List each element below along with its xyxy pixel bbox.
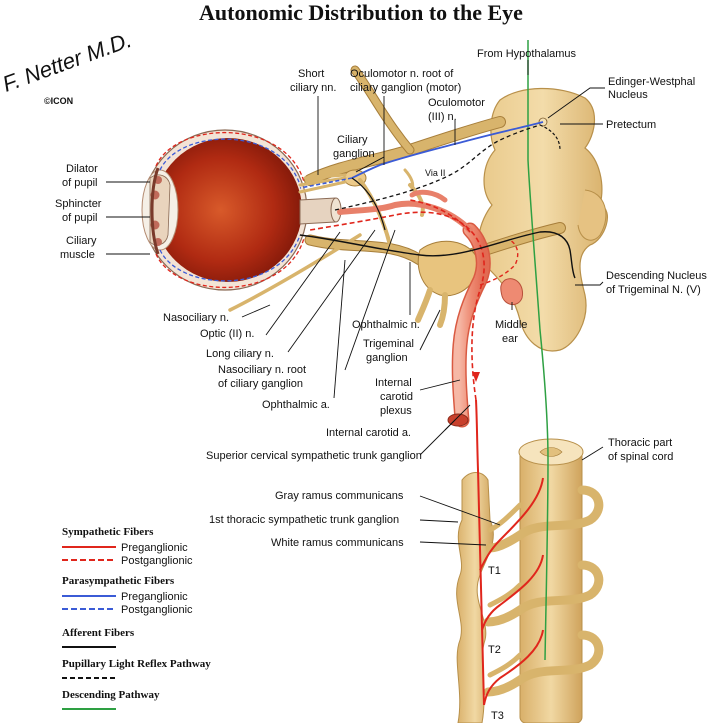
label-ciliary-muscle-1: Ciliary [66,235,97,247]
netter-logo: F. Netter M.D. ©ICON [0,27,135,106]
label-trigeminal-2: ganglion [366,352,408,364]
label-carotid-plexus-2: carotid [380,391,413,403]
label-ciliary-muscle-2: muscle [60,249,95,261]
label-first-thoracic: 1st thoracic sympathetic trunk ganglion [209,514,399,526]
label-ciliary-ganglion-2: ganglion [333,148,375,160]
cranial-nerves [228,65,566,328]
legend-sympathetic-pre: Preganglionic [121,542,188,554]
label-nasociliary-root-2: of ciliary ganglion [218,378,303,390]
label-middle-ear-1: Middle [495,319,527,331]
label-dilator-2: of pupil [62,177,97,189]
legend-parasympathetic-post: Postganglionic [121,604,193,616]
label-long-ciliary: Long ciliary n. [206,348,274,360]
pupillary-reflex-pathway [334,124,561,211]
label-ophthalmic-a: Ophthalmic a. [262,399,330,411]
logo-signature: F. Netter M.D. [0,27,135,97]
sympathetic-fibers [309,199,544,706]
label-middle-ear-2: ear [502,333,518,345]
sympathetic-trunk [456,472,494,724]
label-edinger-2: Nucleus [608,89,648,101]
label-oculomotor-1: Oculomotor [428,97,485,109]
label-optic: Optic (II) n. [200,328,254,340]
label-short-ciliary-2: ciliary nn. [290,82,336,94]
label-carotid-plexus-3: plexus [380,405,412,417]
label-descending-1: Descending Nucleus [606,270,707,282]
label-thoracic-1: Thoracic part [608,437,672,449]
label-thoracic-2: of spinal cord [608,451,673,463]
afferent-fibers [299,177,576,279]
logo-mark: ©ICON [44,96,73,106]
label-dilator-1: Dilator [66,163,98,175]
label-white-ramus: White ramus communicans [271,537,404,549]
label-trigeminal-1: Trigeminal [363,338,414,350]
label-internal-carotid-a: Internal carotid a. [326,427,411,439]
eye-fiber-rings [155,132,305,288]
legend-descending-heading: Descending Pathway [62,689,160,701]
label-sphincter-2: of pupil [62,212,97,224]
label-t2: T2 [488,644,501,656]
label-descending-2: of Trigeminal N. (V) [606,284,701,296]
parasympathetic-fibers [299,121,544,189]
legend-parasympathetic-heading: Parasympathetic Fibers [62,575,175,587]
label-gray-ramus: Gray ramus communicans [275,490,404,502]
legend: Sympathetic Fibers Preganglionic Postgan… [62,526,211,710]
legend-sympathetic-post: Postganglionic [121,555,193,567]
label-nasociliary: Nasociliary n. [163,312,229,324]
legend-afferent-heading: Afferent Fibers [62,627,135,639]
label-oculomotor-root-1: Oculomotor n. root of [350,68,454,80]
label-sphincter-1: Sphincter [55,198,102,210]
label-pretectum: Pretectum [606,119,656,131]
anatomy-labels: From Hypothalamus Short ciliary nn. Ocul… [55,48,707,722]
label-oculomotor-2: (III) n. [428,111,457,123]
label-superior-cervical: Superior cervical sympathetic trunk gang… [206,450,422,462]
leader-lines [106,60,605,546]
legend-parasympathetic-pre: Preganglionic [121,591,188,603]
label-t3: T3 [491,710,504,722]
label-oculomotor-root-2: ciliary ganglion (motor) [350,82,461,94]
label-t1: T1 [488,565,501,577]
label-edinger-1: Edinger-Westphal [608,76,695,88]
spinal-nerves [483,485,604,697]
label-ophthalmic-n: Ophthalmic n. [352,319,420,331]
descending-pathway [527,40,549,661]
legend-sympathetic-heading: Sympathetic Fibers [62,526,154,538]
label-nasociliary-root-1: Nasociliary n. root [218,364,306,376]
page-title: Autonomic Distribution to the Eye [199,0,523,25]
label-carotid-plexus-1: Internal [375,377,412,389]
legend-reflex-heading: Pupillary Light Reflex Pathway [62,658,211,670]
eyeball [141,129,342,291]
label-ciliary-ganglion-1: Ciliary [337,134,368,146]
label-hypothalamus: From Hypothalamus [477,48,577,60]
label-short-ciliary-1: Short [298,68,324,80]
label-via: Via II [425,168,445,178]
